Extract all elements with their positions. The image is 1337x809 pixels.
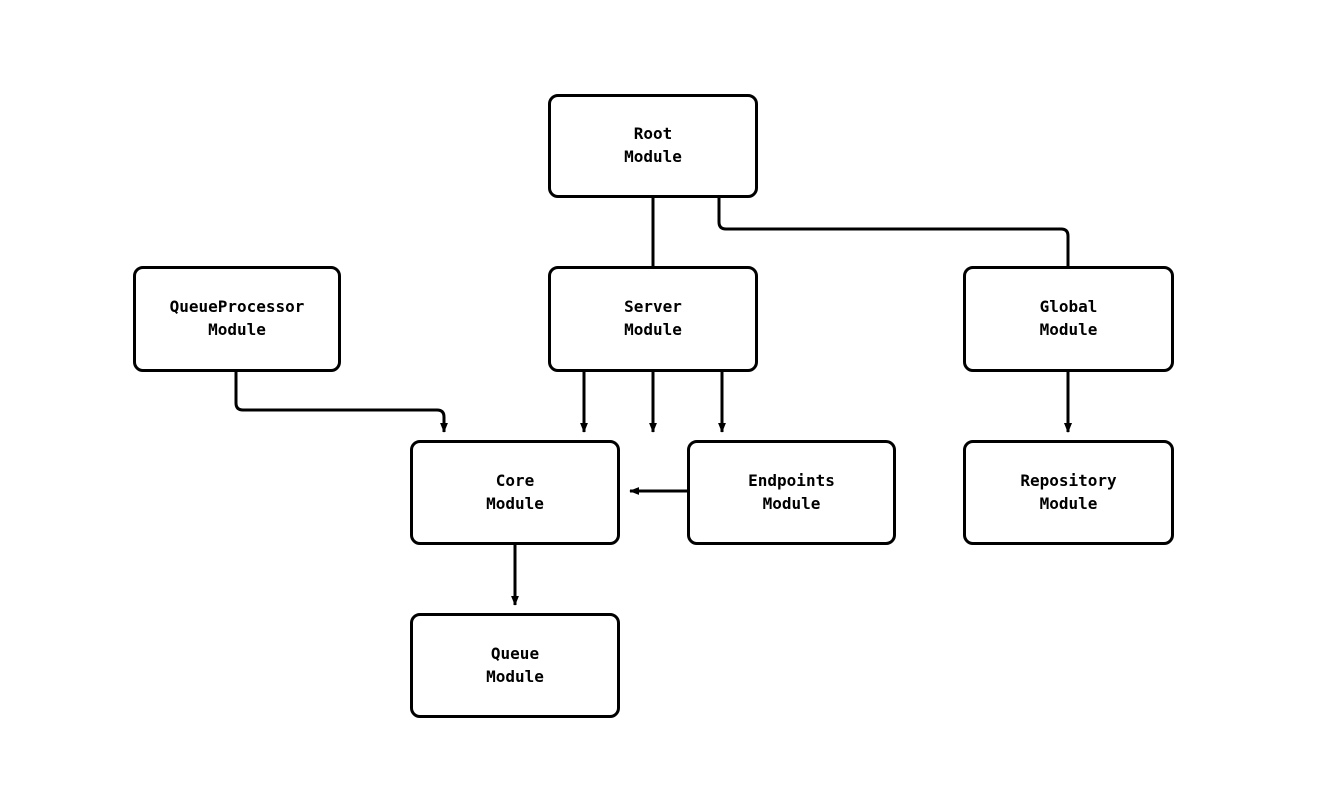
node-global-module-label: Global Module [1039,297,1098,339]
node-queueprocessor-module-label: QueueProcessor Module [169,297,305,339]
node-repository-module-label: Repository Module [1020,470,1117,513]
node-queue-module-label: Queue Module [486,643,544,686]
node-global-module[interactable]: Global Module [963,266,1174,372]
edge-queueprocessor-to-core [234,372,448,433]
node-endpoints-module-label: Endpoints Module [748,470,835,513]
node-core-module[interactable]: Core Module [410,440,620,545]
node-root-module[interactable]: Root Module [548,94,758,198]
node-core-module-label: Core Module [486,470,544,513]
node-root-module-label: Root Module [624,124,682,166]
node-queueprocessor-module[interactable]: QueueProcessor Module [133,266,341,372]
node-repository-module[interactable]: Repository Module [963,440,1174,545]
node-server-module-label: Server Module [624,297,682,339]
node-endpoints-module[interactable]: Endpoints Module [687,440,896,545]
node-server-module[interactable]: Server Module [548,266,758,372]
node-queue-module[interactable]: Queue Module [410,613,620,718]
edge-root-to-global [717,198,1072,433]
